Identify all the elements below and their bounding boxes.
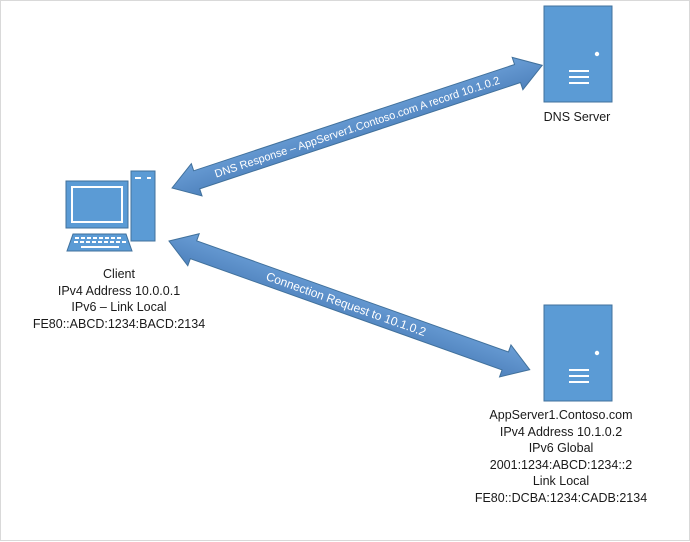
app-server-ipv6-global-address: 2001:1234:ABCD:1234::2 [489,457,633,472]
dns-server-label: DNS Server [507,109,647,126]
client-label: Client IPv4 Address 10.0.0.1 IPv6 – Link… [1,266,237,332]
dns-server-name: DNS Server [543,110,611,124]
app-server-label: AppServer1.Contoso.com IPv4 Address 10.1… [441,407,681,506]
client-ipv6-address: FE80::ABCD:1234:BACD:2134 [32,316,206,331]
app-server-ipv6-global-label: IPv6 Global [528,441,594,455]
client-name: Client [103,267,135,281]
app-server-link-local-address: FE80::DCBA:1234:CADB:2134 [474,490,648,505]
dns-response-arrow: DNS Response – AppServer1.Contoso.com A … [171,56,544,197]
app-server-link-local-label: Link Local [532,474,590,488]
dns-response-label: DNS Response – AppServer1.Contoso.com A … [213,75,501,181]
app-server-name: AppServer1.Contoso.com [489,408,633,422]
client-ipv6-type: IPv6 – Link Local [71,300,167,314]
dns-server-icon [543,5,613,103]
client-ipv4: IPv4 Address 10.0.0.1 [57,283,181,298]
app-server-icon [543,304,613,402]
client-computer-icon [65,170,156,252]
connection-request-label: Connection Request to 10.1.0.2 [264,269,428,339]
app-server-ipv4: IPv4 Address 10.1.0.2 [499,424,623,439]
